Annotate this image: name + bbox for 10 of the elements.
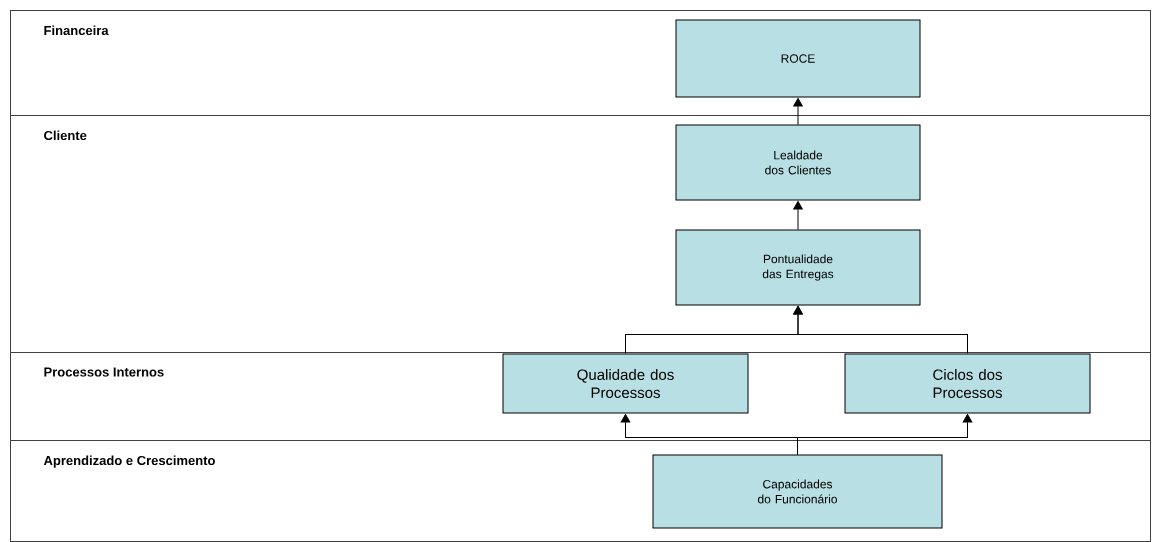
arrow (793, 201, 803, 230)
process-box: Ciclos dos Processos (844, 353, 1091, 414)
process-box: Pontualidade das Entregas (675, 229, 921, 306)
arrow (797, 414, 973, 455)
process-box: Lealdade dos Clientes (675, 124, 921, 201)
process-box: ROCE (675, 19, 921, 98)
process-box: Capacidades do Funcionário (652, 454, 943, 529)
arrow (793, 98, 803, 125)
process-box: Qualidade dos Processos (502, 353, 749, 414)
arrow (793, 306, 968, 354)
